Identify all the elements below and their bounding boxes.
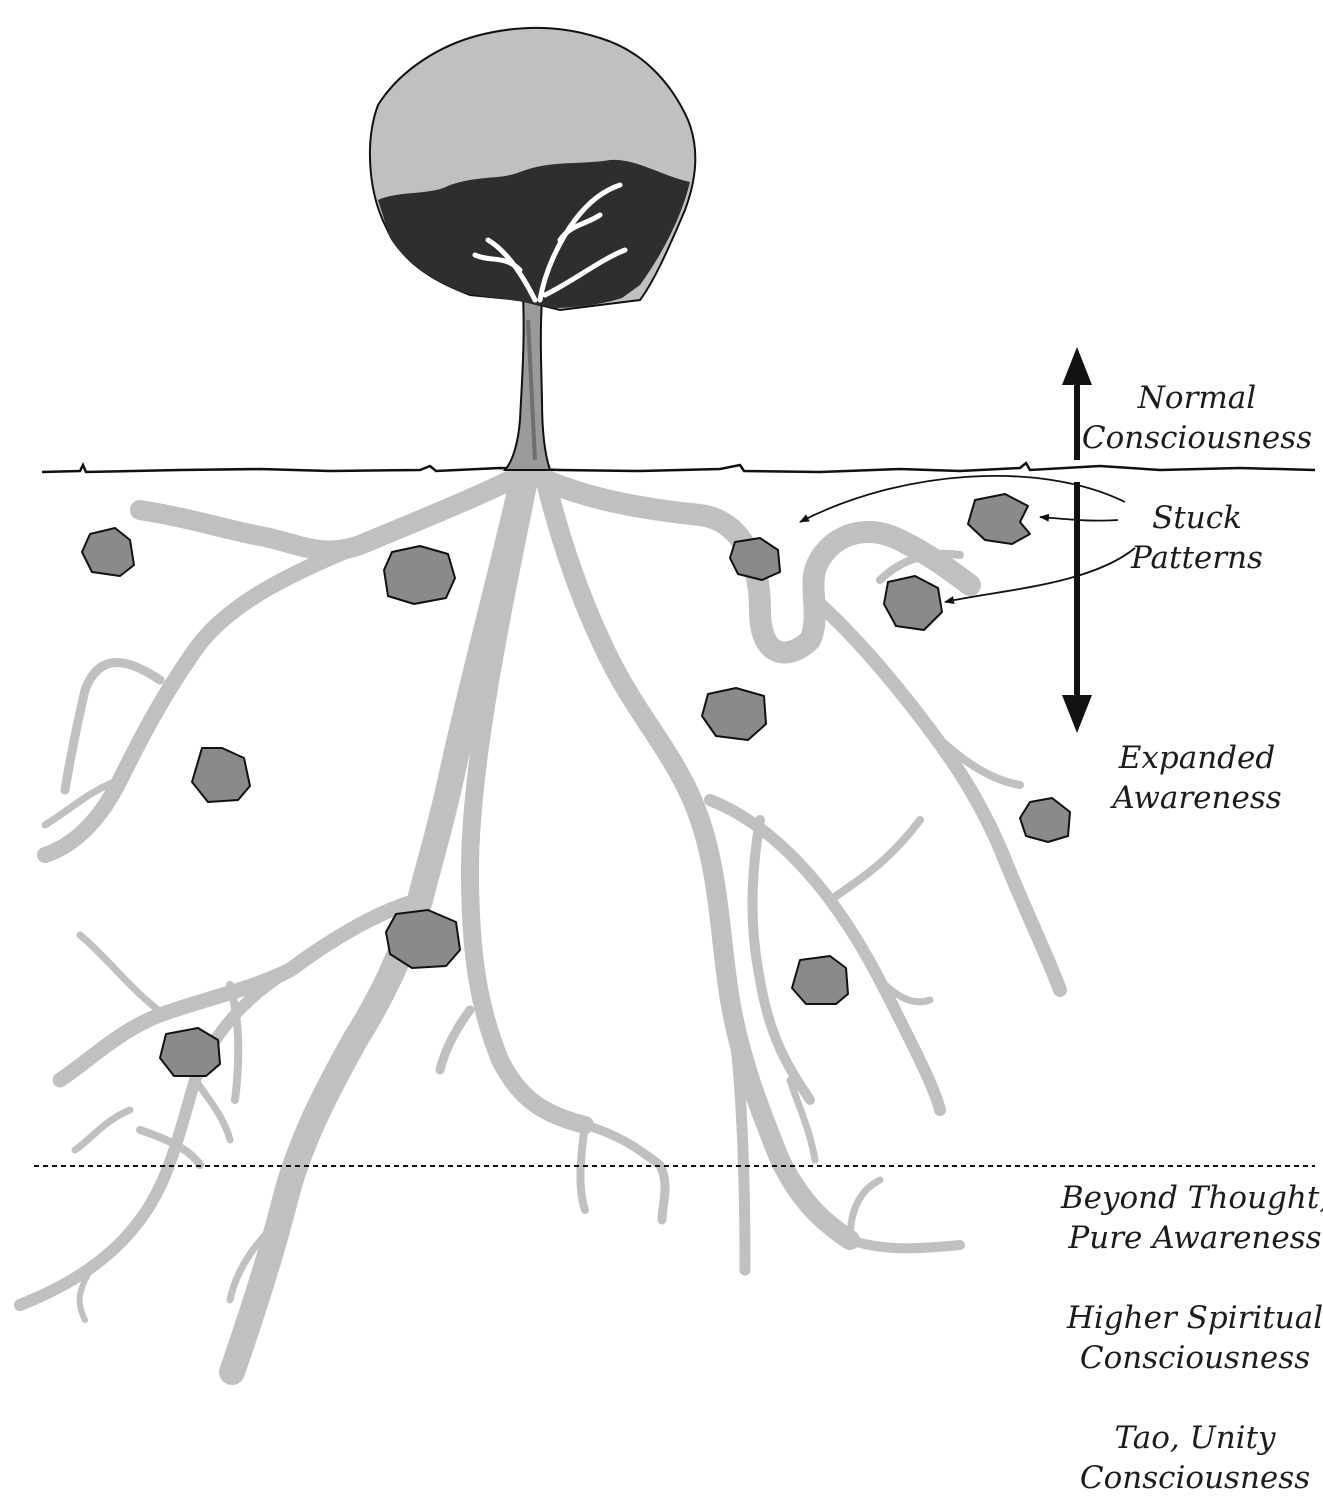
rock	[160, 1028, 220, 1076]
tree-canopy	[370, 28, 695, 310]
rock	[884, 576, 942, 630]
label-stuck-patterns: Stuck Patterns	[1131, 498, 1263, 578]
left-root	[140, 478, 515, 550]
rock	[968, 494, 1030, 544]
rock	[192, 748, 250, 802]
rock	[82, 528, 134, 576]
rock	[792, 956, 848, 1004]
label-tao-unity: Tao, Unity Consciousness	[1080, 1418, 1310, 1498]
rock	[384, 546, 455, 604]
rock	[1020, 798, 1070, 842]
rock	[730, 538, 780, 580]
ground-line	[42, 463, 1315, 472]
arrow-down-icon	[1062, 695, 1092, 733]
tree-trunk	[505, 295, 550, 470]
label-normal-consciousness: Normal Consciousness	[1082, 378, 1312, 458]
label-beyond-thought: Beyond Thought, Pure Awareness	[1061, 1178, 1323, 1258]
label-expanded-awareness: Expanded Awareness	[1112, 738, 1281, 818]
rock	[702, 688, 766, 740]
label-higher-spiritual: Higher Spiritual Consciousness	[1067, 1298, 1323, 1378]
rock	[386, 910, 460, 968]
